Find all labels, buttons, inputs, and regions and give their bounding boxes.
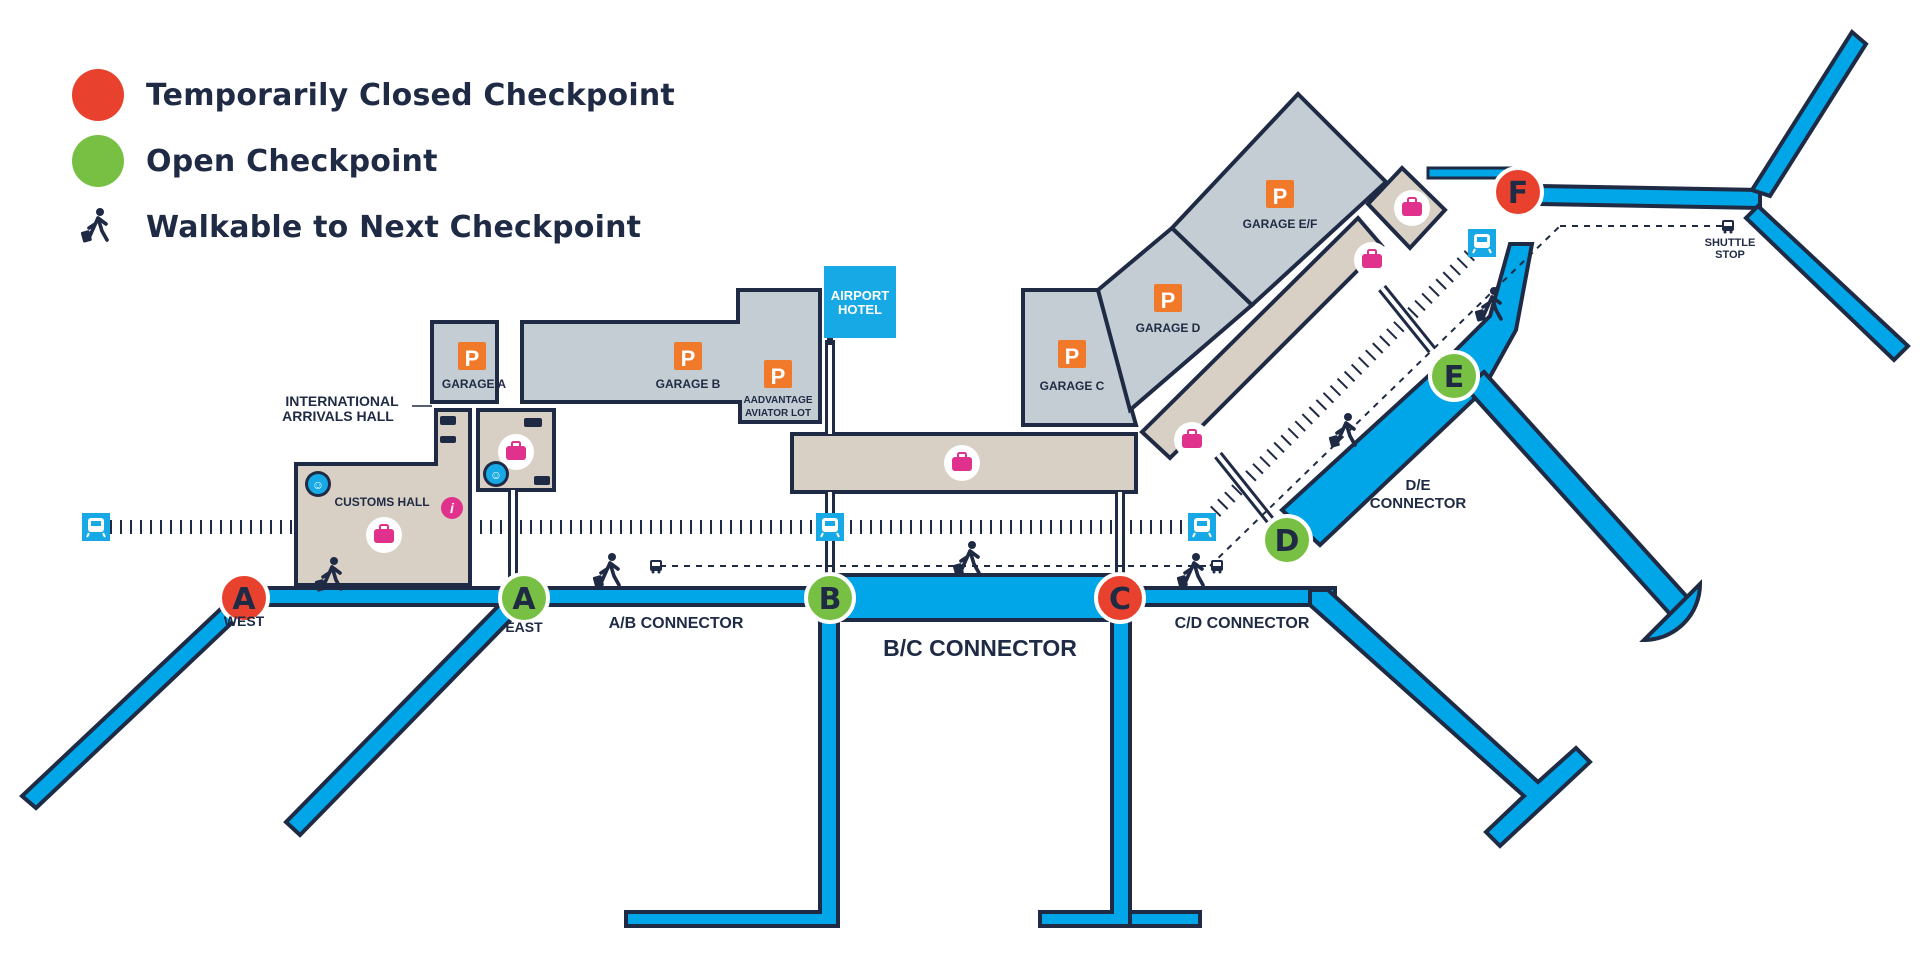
walking-icon-ab <box>590 551 621 590</box>
svg-text:P: P <box>1161 288 1176 313</box>
baggage-icon-d-upper <box>1353 241 1391 279</box>
bus-icon-west <box>650 560 662 574</box>
checkpoint-a-east[interactable]: A EAST <box>498 572 550 635</box>
parking-icon-d: P <box>1154 284 1182 313</box>
checkpoint-marker[interactable] <box>218 572 270 624</box>
svg-text:P: P <box>465 346 480 371</box>
map-legend: Temporarily Closed Checkpoint Open Check… <box>72 62 675 260</box>
restroom-icon-a: ☺ <box>483 461 509 487</box>
shuttle-route <box>650 220 1734 574</box>
info-glyph: i <box>450 500 455 516</box>
train-stop-icon-b <box>815 512 845 542</box>
parking-icon-aviator: P <box>764 360 792 389</box>
de-connector-label-1: D/E <box>1405 477 1430 494</box>
parking-icon-ef: P <box>1266 180 1294 209</box>
checkpoint-marker[interactable] <box>1094 572 1146 624</box>
aviator-label-1: AADVANTAGE <box>743 395 812 406</box>
svg-text:P: P <box>1065 344 1080 369</box>
bus-icon-east <box>1211 560 1223 574</box>
ab-connector-label: A/B CONNECTOR <box>609 615 744 632</box>
checkpoint-b[interactable]: B <box>804 572 856 624</box>
checkpoint-c[interactable]: C <box>1094 572 1146 624</box>
checkpoint-letter: E <box>1444 360 1465 395</box>
train-stop-icon-c <box>1187 512 1217 542</box>
garage-ef-label: GARAGE E/F <box>1243 217 1318 231</box>
garage-b-building <box>520 288 822 424</box>
svg-text:P: P <box>681 346 696 371</box>
checkpoint-sub-label: WEST <box>224 613 265 629</box>
terminal-d-building <box>1139 215 1436 524</box>
checkpoint-marker[interactable] <box>804 572 856 624</box>
taxi-icon-a <box>524 418 550 485</box>
legend-closed-label: Temporarily Closed Checkpoint <box>146 77 675 113</box>
walking-icon-bc <box>950 539 981 578</box>
parking-icon-c: P <box>1058 340 1086 369</box>
checkpoint-letter: B <box>819 582 842 617</box>
walking-traveler-icon <box>72 201 124 253</box>
checkpoint-f[interactable]: F <box>1492 166 1544 218</box>
hotel-label-2: HOTEL <box>838 302 882 317</box>
taxi-icon-intl <box>440 416 456 443</box>
bc-connector-label: B/C CONNECTOR <box>883 635 1077 661</box>
intl-arrivals-label-2: ARRIVALS HALL <box>282 408 394 424</box>
baggage-icon-b <box>943 444 981 482</box>
baggage-icon-d <box>1173 421 1211 459</box>
shuttle-stop-label-2: STOP <box>1715 249 1745 261</box>
checkpoint-sub-label: EAST <box>505 619 543 635</box>
intl-arrivals-label-1: INTERNATIONAL <box>285 393 399 409</box>
garage-d-label: GARAGE D <box>1136 321 1201 335</box>
checkpoint-marker[interactable] <box>1261 514 1313 566</box>
shuttle-stop-label-1: SHUTTLE <box>1705 237 1756 249</box>
parking-icon-a: P <box>458 342 486 371</box>
checkpoint-marker[interactable] <box>1428 350 1480 402</box>
checkpoint-d[interactable]: D <box>1261 514 1313 566</box>
checkpoint-letter: C <box>1109 582 1131 617</box>
train-stop-icon-e <box>1467 228 1497 258</box>
checkpoint-letter: A <box>512 582 536 617</box>
info-icon: i <box>441 497 463 519</box>
checkpoint-e[interactable]: E <box>1428 350 1480 402</box>
svg-text:P: P <box>1273 184 1288 209</box>
train-stop-icon-west <box>81 512 111 542</box>
svg-text:☺: ☺ <box>312 478 324 492</box>
airport-hotel-building: AIRPORT HOTEL <box>824 266 896 345</box>
garage-c-label: GARAGE C <box>1040 379 1105 393</box>
parking-icon-b: P <box>674 342 702 371</box>
checkpoint-letter: D <box>1275 524 1300 559</box>
cd-connector-label: C/D CONNECTOR <box>1175 615 1310 632</box>
legend-closed: Temporarily Closed Checkpoint <box>72 62 675 128</box>
checkpoint-letter: A <box>232 582 256 617</box>
baggage-icon-customs <box>365 516 403 554</box>
customs-hall-label: CUSTOMS HALL <box>334 495 429 509</box>
walking-icon-cd <box>1174 551 1205 590</box>
baggage-icon-e <box>1393 189 1431 227</box>
closed-checkpoint-icon <box>72 69 124 121</box>
de-connector-label-2: CONNECTOR <box>1370 495 1467 512</box>
legend-walk: Walkable to Next Checkpoint <box>72 194 675 260</box>
open-checkpoint-icon <box>72 135 124 187</box>
restroom-icon-customs: ☺ <box>305 471 331 497</box>
checkpoint-marker[interactable] <box>498 572 550 624</box>
legend-open-label: Open Checkpoint <box>146 143 438 179</box>
legend-walk-label: Walkable to Next Checkpoint <box>146 209 642 245</box>
checkpoint-letter: F <box>1508 176 1529 211</box>
legend-open: Open Checkpoint <box>72 128 675 194</box>
bus-icon-shuttle <box>1722 220 1734 234</box>
garage-b-label: GARAGE B <box>656 377 721 391</box>
aviator-label-2: AVIATOR LOT <box>745 408 811 419</box>
walking-icon-de <box>1326 411 1357 450</box>
svg-text:P: P <box>771 364 786 389</box>
svg-text:☺: ☺ <box>490 468 502 482</box>
checkpoint-marker[interactable] <box>1492 166 1544 218</box>
tram-line <box>110 238 1487 534</box>
hotel-label-1: AIRPORT <box>831 288 890 303</box>
garage-a-label: GARAGE A <box>442 377 507 391</box>
